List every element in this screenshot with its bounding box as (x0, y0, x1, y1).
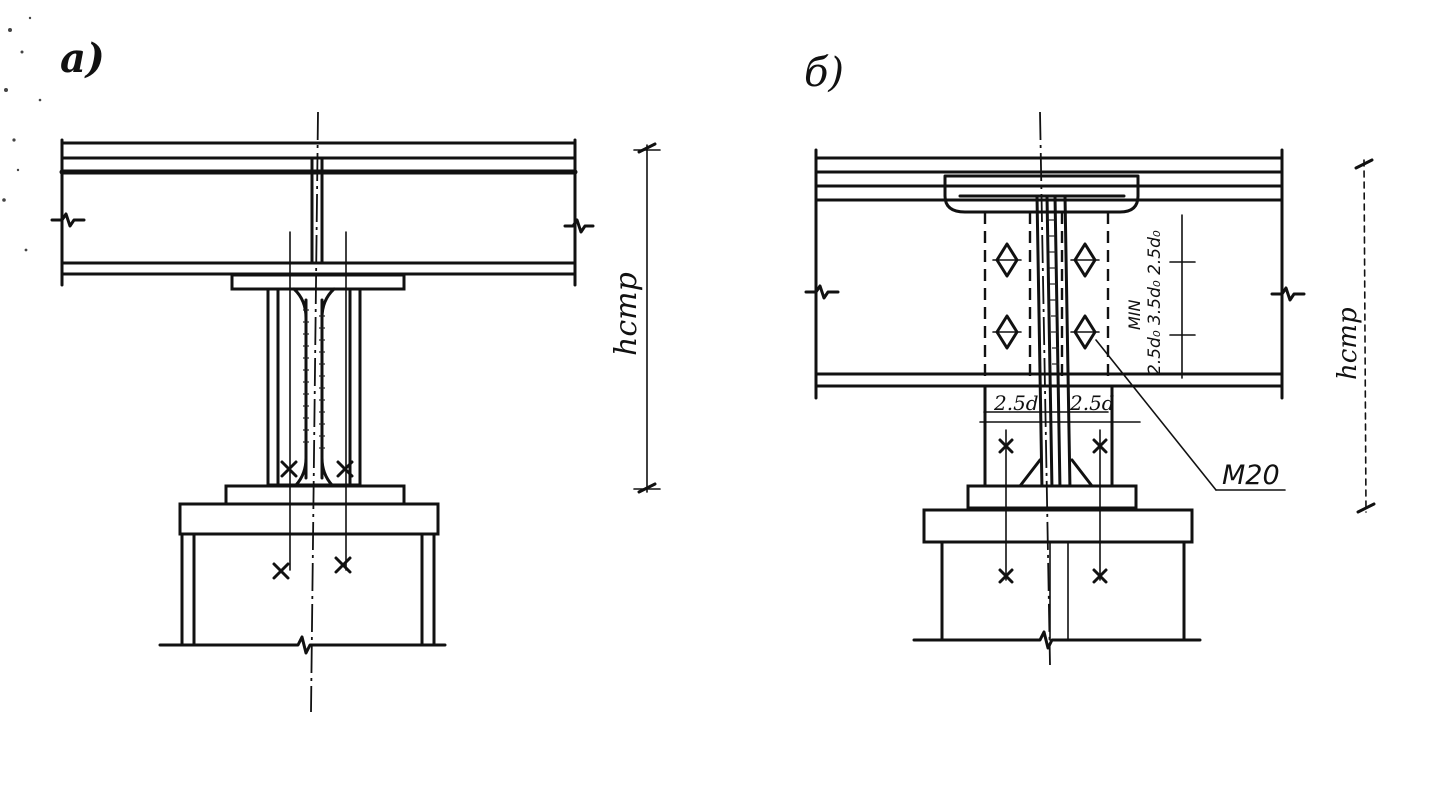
detail-a-center-axis (310, 111, 319, 713)
detail-b-bolts (992, 242, 1100, 350)
detail-a-height-label: hстр (609, 272, 644, 356)
spacing-min-label: MIN (1125, 299, 1144, 330)
detail-a-column (266, 287, 362, 487)
spacing-right-label: 2.5d (1069, 391, 1115, 415)
scan-noise (2, 16, 42, 252)
detail-a-base-plate (224, 484, 406, 506)
detail-b-vertical-dimension: 2.5d₀ 3.5d₀ 2.5d₀ MIN (1125, 214, 1196, 379)
detail-a-lower-support (158, 532, 447, 655)
detail-a-anchor-bolts (272, 231, 354, 580)
detail-b-web (1035, 194, 1072, 492)
detail-a: a) (50, 35, 661, 713)
detail-a-main-beam (50, 138, 595, 287)
bolt-callout-label: M20 (1222, 460, 1280, 491)
detail-b-anchor-bolts (998, 429, 1108, 584)
detail-a-support-slab (178, 502, 440, 536)
detail-b-height-dimension: hстр (1333, 158, 1376, 514)
detail-b-label: б) (804, 50, 844, 96)
detail-a-label: a) (60, 35, 105, 82)
detail-a-cap-plate (230, 273, 406, 291)
detail-b-lower-support (912, 540, 1202, 650)
detail-b-column (979, 384, 1141, 488)
spacing-vertical-label: 2.5d₀ 3.5d₀ 2.5d₀ (1145, 230, 1165, 375)
detail-b-height-label: hстр (1333, 307, 1363, 380)
detail-b-bolt-callout: M20 (1095, 339, 1286, 491)
detail-a-height-dimension: hстр (609, 142, 661, 494)
spacing-left-label: 2.5d (993, 391, 1039, 415)
detail-b-base-plate (966, 484, 1138, 510)
detail-b: б) (804, 50, 1376, 666)
detail-b-bolt-lines (983, 212, 1110, 378)
detail-b-support-slab (922, 508, 1194, 544)
detail-b-center-axis (1039, 111, 1051, 666)
